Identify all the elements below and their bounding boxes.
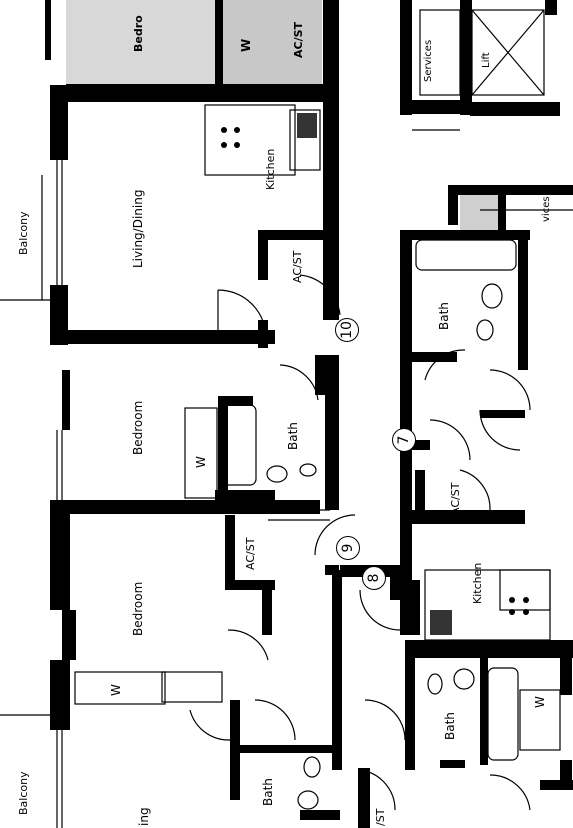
room-label-living-dining: Living/Dining bbox=[131, 189, 145, 268]
room-label-bedroom-mid: Bedroom bbox=[131, 400, 145, 455]
room-label-kitchen-left: Kitchen bbox=[264, 148, 277, 190]
room-label-bath-right-upper: Bath bbox=[437, 302, 451, 330]
room-label-ing: ing bbox=[137, 807, 151, 826]
hatched-areas bbox=[66, 0, 500, 230]
room-label-st-bottom: /ST bbox=[374, 808, 387, 826]
room-label-balcony-top: Balcony bbox=[17, 211, 30, 255]
room-label-kitchen-right: Kitchen bbox=[471, 562, 484, 604]
room-label-services: Services bbox=[423, 39, 434, 82]
appliance-marks bbox=[221, 113, 529, 635]
room-label-acst-right: AC/ST bbox=[449, 482, 462, 515]
room-label-vices: vices bbox=[541, 196, 552, 222]
room-label-w-top: W bbox=[239, 38, 253, 52]
room-label-acst-left-lower: AC/ST bbox=[244, 537, 257, 570]
room-label-w-mid: W bbox=[194, 456, 208, 468]
unit-number-8: 8 bbox=[362, 566, 386, 590]
room-label-balcony-bottom: Balcony bbox=[17, 771, 30, 815]
room-label-w-right-lower: W bbox=[533, 696, 547, 708]
room-label-acst-left-upper: AC/ST bbox=[291, 250, 304, 283]
room-label-bath-bottom: Bath bbox=[261, 778, 275, 806]
unit-number-9: 9 bbox=[336, 536, 360, 560]
thin-lines bbox=[0, 9, 573, 828]
room-label-lift: Lift bbox=[481, 52, 492, 68]
room-label-bedroom-top: Bedro bbox=[132, 15, 145, 52]
room-label-w-low: W bbox=[109, 684, 123, 696]
room-label-bath-left-mid: Bath bbox=[286, 422, 300, 450]
room-label-acst-top: AC/ST bbox=[292, 21, 305, 58]
room-label-bath-right-lower: Bath bbox=[443, 712, 457, 740]
unit-number-10: 10 bbox=[335, 318, 359, 342]
unit-number-7: 7 bbox=[392, 428, 416, 452]
room-label-bedroom-low: Bedroom bbox=[131, 581, 145, 636]
